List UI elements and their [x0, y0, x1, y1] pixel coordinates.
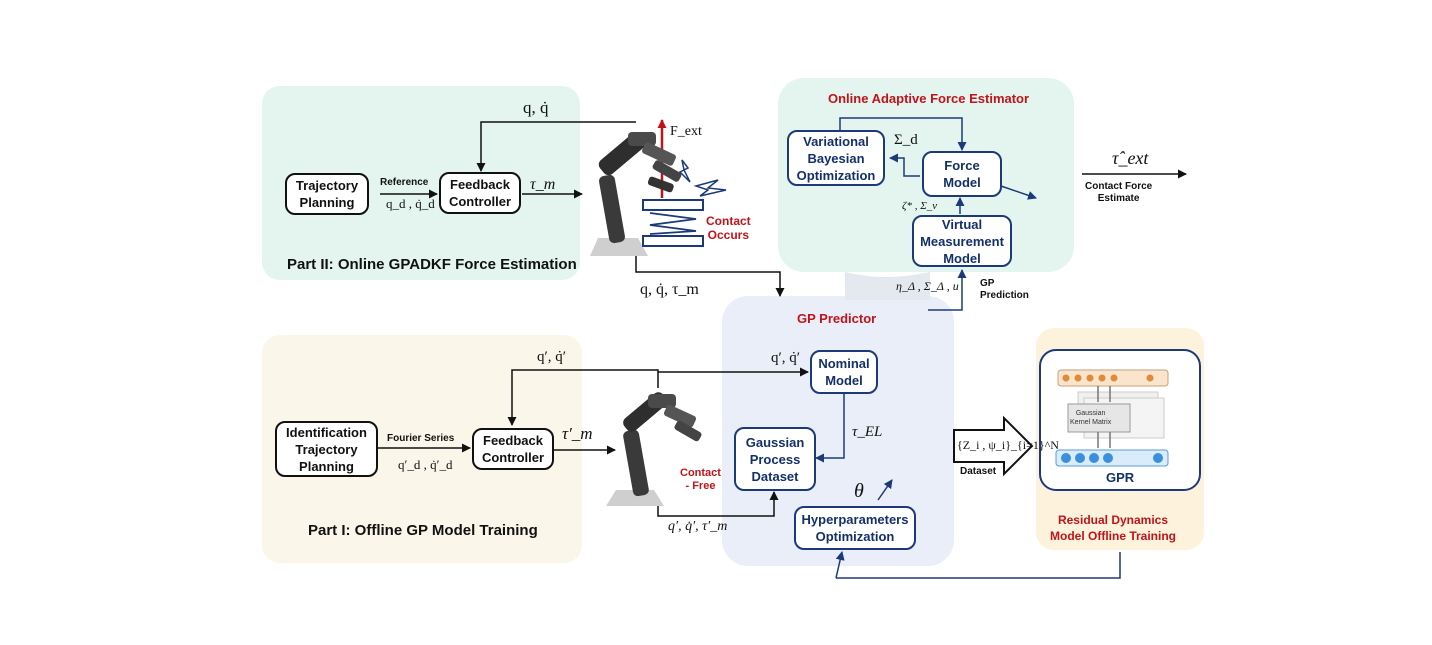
residual-title: Residual Dynamics Model Offline Training: [1050, 513, 1176, 543]
virtual-measurement-box[interactable]: Virtual Measurement Model: [912, 215, 1012, 267]
force-model-box[interactable]: Force Model: [922, 151, 1002, 197]
nominal-model-box[interactable]: Nominal Model: [810, 350, 878, 394]
contact-free-label: Contact - Free: [680, 467, 721, 492]
reference-label: Reference: [380, 177, 429, 188]
gaussian-kernel-label: Gaussian Kernel Matrix: [1070, 410, 1112, 426]
theta-arrow: [877, 479, 893, 501]
feedback-arrow-part1: [507, 369, 659, 426]
vbo-box[interactable]: Variational Bayesian Optimization: [787, 130, 885, 186]
gpr-network-icon: [1039, 349, 1201, 491]
part2-title: Part II: Online GPADKF Force Estimation: [287, 256, 577, 273]
lightning-icon: [693, 179, 727, 197]
feedback-arrow-part2: [476, 121, 636, 172]
part1-title: Part I: Offline GP Model Training: [308, 522, 538, 539]
force-output-arrow: [1000, 185, 1037, 200]
fext-label: F_ext: [670, 124, 702, 139]
tau-m-label: τ_m: [530, 176, 556, 193]
part1-output-label: q′, q̇′, τ′_m: [668, 519, 728, 534]
gp-dataset-box[interactable]: Gaussian Process Dataset: [734, 427, 816, 491]
robot-arm-icon: [606, 392, 702, 506]
dataset-arrow-icon: [953, 415, 1034, 477]
to-dataset-arrow: [657, 491, 779, 517]
estimator-title: Online Adaptive Force Estimator: [828, 91, 1030, 106]
sigma-d-label: Σ_d: [894, 132, 918, 148]
tau-m-prime-label: τ′_m: [562, 424, 593, 443]
dataset-label: Dataset: [960, 466, 997, 477]
contact-spring-icon: [642, 199, 704, 247]
contact-force-estimate-label: Contact Force Estimate: [1085, 181, 1153, 204]
panel-connector: [845, 272, 930, 300]
gpr-return-line: [836, 552, 1121, 579]
qqdot-label: q, q̇: [523, 98, 549, 117]
to-hyperparams-arrow: [835, 551, 845, 579]
eta-label: η_Δ , Σ_Δ , u: [896, 279, 959, 293]
measurement-arrow: [635, 254, 785, 297]
gp-predictor-title: GP Predictor: [797, 311, 877, 326]
qd-prime-label: q′_d , q̇′_d: [398, 457, 453, 472]
part2-output-label: q, q̇, τ_m: [640, 281, 699, 298]
trajectory-planning-box[interactable]: Trajectory Planning: [285, 173, 369, 215]
gpr-label: GPR: [1106, 470, 1135, 485]
dataset-formula: {Z_i , ψ_i}_{i=1}^N: [957, 438, 1059, 452]
fourier-series-label: Fourier Series: [387, 433, 455, 444]
gp-prediction-arrow: [928, 269, 967, 311]
contact-occurs-label: Contact Occurs: [706, 214, 751, 242]
identification-box[interactable]: Identification Trajectory Planning: [275, 421, 378, 477]
zeta-label: ζ* , Σ_v: [902, 200, 938, 212]
tau-ext-hat-label: τ̂_ext: [1112, 148, 1149, 168]
theta-label: θ: [854, 480, 864, 502]
force-to-vbo-arrow: [889, 153, 920, 177]
feedback-controller-box-part2[interactable]: Feedback Controller: [439, 172, 521, 214]
q-prime-label-gp: q′, q̇′: [771, 350, 801, 366]
tau-el-label: τ_EL: [852, 424, 883, 440]
hyperparameters-box[interactable]: Hyperparameters Optimization: [794, 506, 916, 550]
qd-label: q_d , q̇_d: [386, 196, 435, 211]
vbo-to-force-arrow: [839, 117, 967, 151]
tau-el-arrow: [815, 394, 845, 463]
lightning-icon: [678, 159, 691, 183]
gp-prediction-label: GP Prediction: [980, 278, 1029, 301]
feedback-controller-box-part1[interactable]: Feedback Controller: [472, 428, 554, 470]
robot-arm-icon: [590, 132, 682, 256]
q-prime-label-part1: q′, q̇′: [537, 349, 567, 365]
